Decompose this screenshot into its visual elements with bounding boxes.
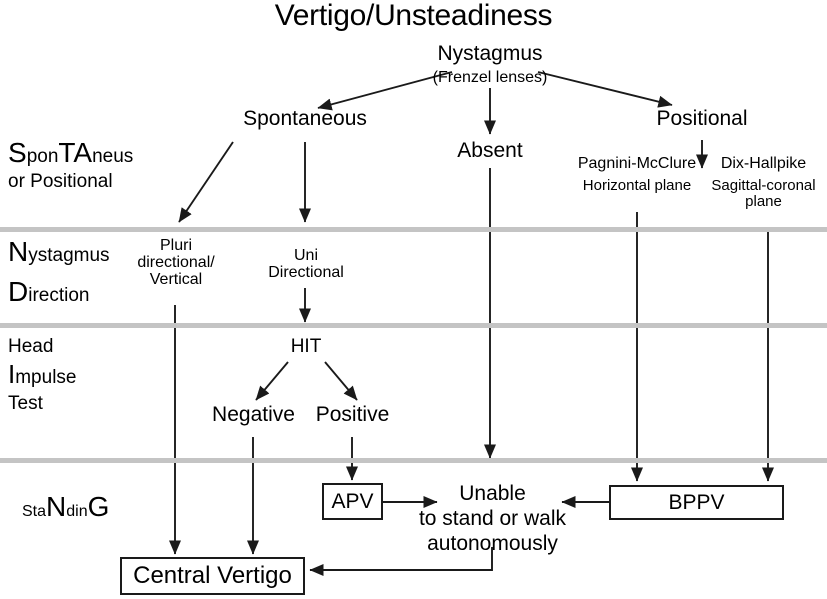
stage-line-1: Head [8, 336, 54, 357]
stage-line-1: SponTAneus [8, 137, 183, 168]
stage-cap-n: N [8, 236, 29, 267]
node-pagnini-mcclure: Pagnini-McClure [577, 155, 697, 172]
stage-cap-n: N [46, 491, 67, 522]
stage-label-standing: StaNdinG [22, 491, 197, 522]
box-bppv-label: BPPV [668, 490, 725, 514]
stage-label-nystagmus-direction: Nystagmus Direction [8, 236, 183, 307]
node-pluri-directional-vertical: Pluri directional/ Vertical [137, 237, 215, 288]
node-absent: Absent [457, 139, 523, 162]
stage-line-2: Direction [8, 277, 183, 307]
stage-line-1: StaNdinG [22, 491, 197, 522]
box-central-vertigo-label: Central Vertigo [133, 562, 292, 589]
box-bppv: BPPV [609, 485, 784, 520]
stage-line-3: Test [8, 393, 43, 415]
row-divider-1 [0, 227, 827, 232]
box-apv-label: APV [331, 489, 374, 513]
stage-small-neus: neus [92, 146, 134, 167]
node-spontaneous: Spontaneous [243, 107, 367, 130]
row-divider-2 [0, 323, 827, 328]
stage-label-head-impulse-test: Head Impulse Test [8, 336, 183, 415]
node-nystagmus-sublabel: (Frenzel lenses) [432, 69, 548, 86]
node-negative: Negative [212, 403, 295, 426]
page-title: Vertigo/Unsteadiness [274, 0, 553, 32]
stage-small-mpulse: mpulse [15, 366, 77, 388]
node-positive: Positive [315, 403, 390, 426]
stage-cap-s: S [8, 137, 27, 168]
box-apv: APV [322, 483, 383, 520]
box-central-vertigo: Central Vertigo [120, 557, 305, 595]
node-uni-directional: Uni Directional [268, 247, 344, 281]
edge-hit-to-positive [324, 361, 358, 401]
edge-hit-to-negative [255, 361, 289, 401]
stage-small-din: din [66, 503, 88, 520]
node-dix-hallpike: Dix-Hallpike [720, 155, 807, 172]
stage-line-2: or Positional [8, 171, 113, 193]
stage-small-pon: pon [26, 146, 59, 167]
node-pagnini-mcclure-sublabel: Horizontal plane [582, 177, 692, 194]
stage-line-1: Nystagmus [8, 236, 183, 267]
stage-line-2: Impulse [8, 358, 183, 389]
stage-small-irection: irection [28, 285, 90, 307]
node-hit: HIT [290, 336, 322, 357]
stage-cap-d: D [8, 276, 29, 308]
stage-small-ystagmus: ystagmus [28, 245, 110, 266]
stage-label-spontaneous-or-positional: SponTAneus or Positional [8, 137, 183, 193]
node-dix-hallpike-sublabel: Sagittal-coronal plane [711, 177, 816, 210]
node-unable-to-stand-or-walk: Unable to stand or walk autonomously [418, 482, 567, 556]
row-divider-3 [0, 458, 827, 463]
edge-spontaneous-to-pluri [178, 141, 234, 223]
stage-cap-g: G [87, 491, 110, 522]
node-positional: Positional [656, 107, 748, 130]
stage-cap-i: I [8, 358, 16, 389]
stage-cap-ta: TA [58, 137, 93, 168]
stage-small-sta: Sta [22, 503, 47, 520]
node-nystagmus: Nystagmus [437, 42, 543, 65]
